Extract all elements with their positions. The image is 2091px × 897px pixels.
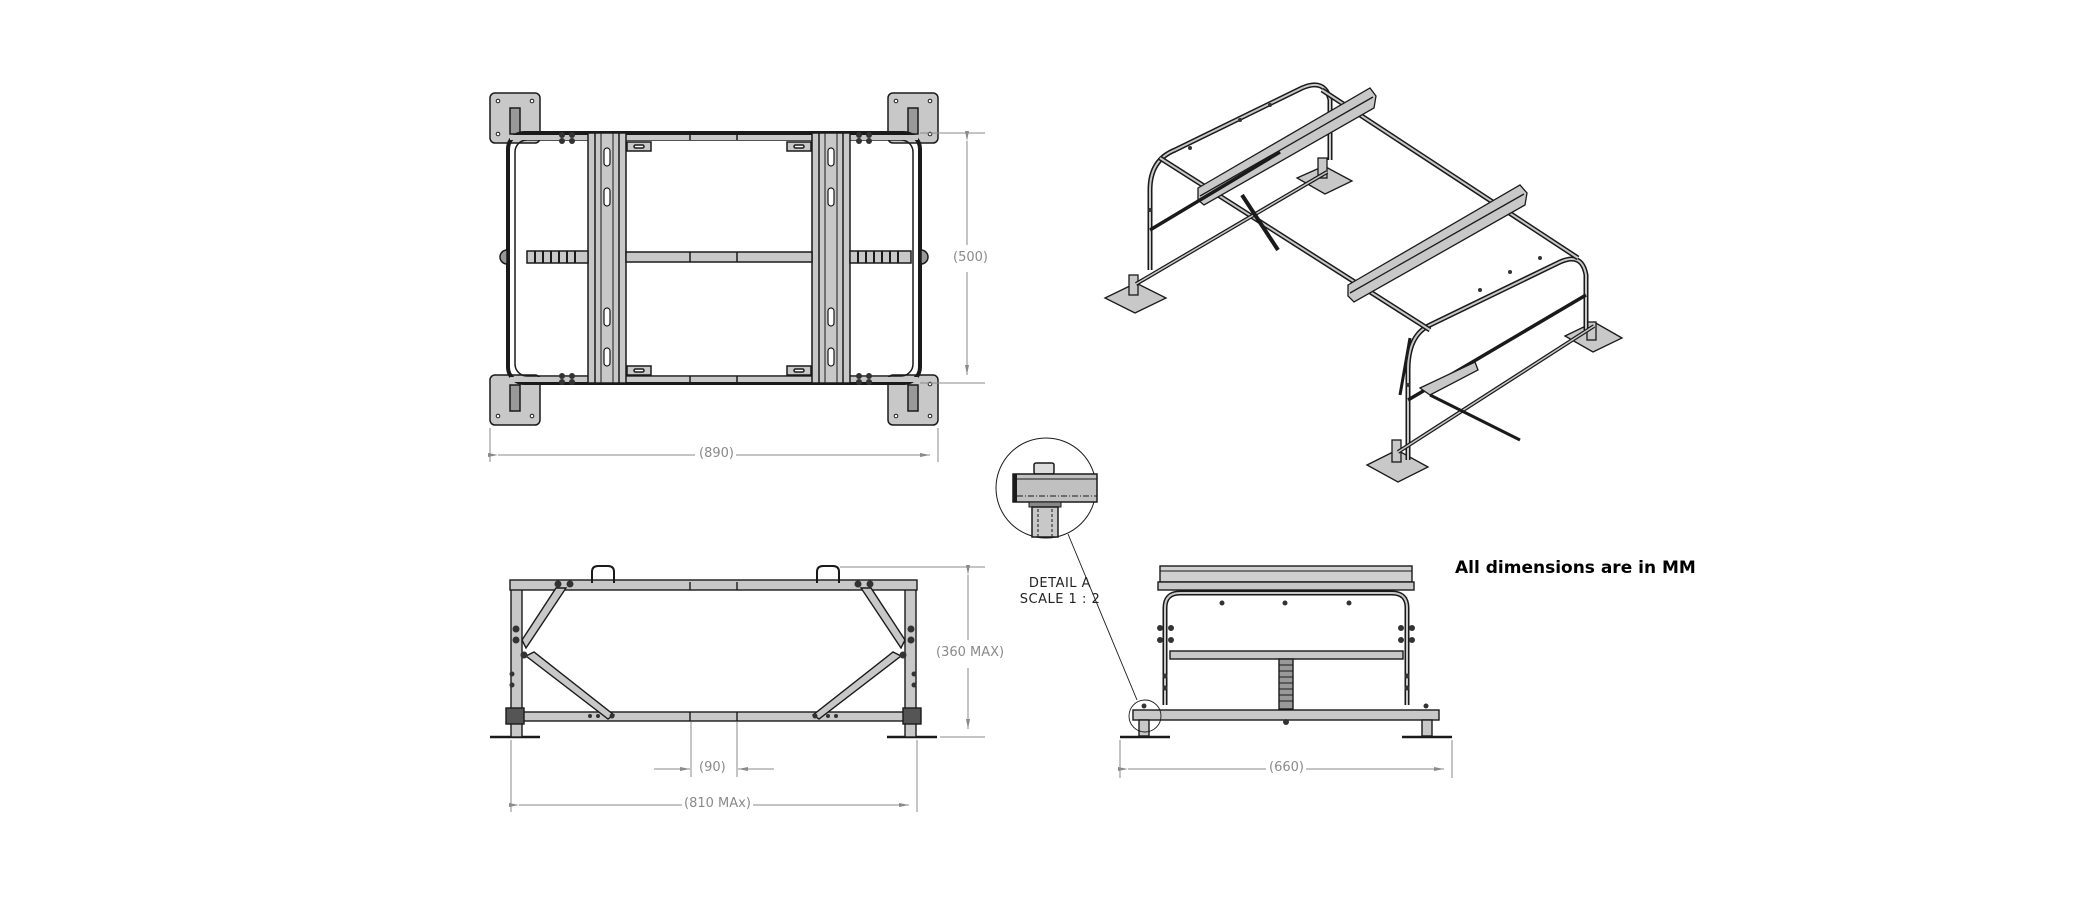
dimension-width-top-view: (890): [697, 446, 736, 461]
dimension-depth-top-view: (500): [951, 250, 990, 265]
dimension-gap-front-view: (90): [697, 760, 728, 775]
side-view-dimensions: [1118, 740, 1453, 778]
front-view: [490, 565, 937, 739]
detail-a-label: DETAIL A SCALE 1 : 2: [1005, 576, 1115, 608]
detail-a-view: [995, 437, 1138, 701]
units-note: All dimensions are in MM: [1455, 558, 1696, 578]
dimension-width-side-view: (660): [1267, 760, 1306, 775]
front-view-dimensions: [509, 565, 985, 812]
top-view: [489, 92, 939, 426]
isometric-view: [1103, 82, 1624, 483]
detail-a-title: DETAIL A: [1028, 576, 1092, 591]
dimension-width-front-view: (810 MAx): [682, 796, 753, 811]
dimension-height-front-view: (360 MAX): [934, 645, 1007, 660]
side-view: [1120, 565, 1452, 739]
detail-a-scale: SCALE 1 : 2: [1019, 592, 1101, 607]
top-view-dimensions: [488, 131, 985, 462]
